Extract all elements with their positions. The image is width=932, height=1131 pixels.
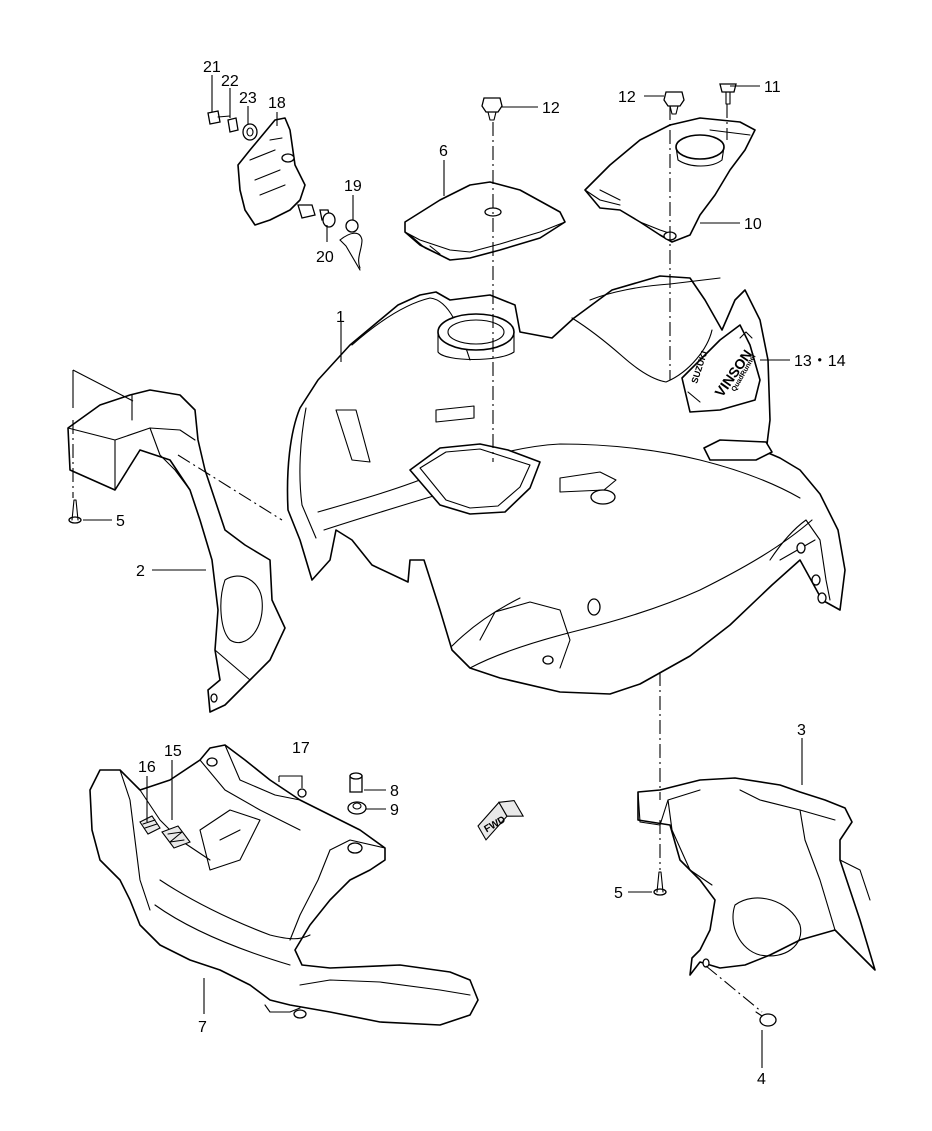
callout-8: 8 [390, 783, 399, 800]
callout-1: 1 [336, 309, 345, 326]
callout-22: 22 [221, 73, 239, 90]
callout-10: 10 [744, 216, 762, 233]
left-duct-part-2 [67, 369, 286, 713]
right-duct-part-3 [637, 777, 876, 976]
callout-16: 16 [138, 759, 156, 776]
callout-20: 20 [316, 249, 334, 266]
callout-18: 18 [268, 95, 286, 112]
callout-3: 3 [797, 722, 806, 739]
callout-6: 6 [439, 143, 448, 160]
callout-4: 4 [757, 1071, 766, 1088]
callout-12-center: 12 [542, 100, 560, 117]
callout-2: 2 [136, 563, 145, 580]
callout-19: 19 [344, 178, 362, 195]
leader-lines [83, 75, 803, 1068]
fwd-direction-badge: FWD [477, 799, 525, 841]
callout-23: 23 [239, 90, 257, 107]
callout-21: 21 [203, 59, 221, 76]
callout-5-right: 5 [614, 885, 623, 902]
callout-9: 9 [390, 802, 399, 819]
callout-7: 7 [198, 1019, 207, 1036]
callout-12-right: 12 [618, 89, 636, 106]
callout-5-left: 5 [116, 513, 125, 530]
hardware [68, 83, 777, 1027]
callout-11: 11 [764, 79, 781, 96]
callout-17: 17 [292, 740, 310, 757]
bumper-cover-part-7 [89, 744, 479, 1026]
alignment-lines [72, 104, 763, 1013]
callout-15: 15 [164, 743, 182, 760]
cover-part-6 [404, 181, 566, 261]
callout-13-14: 13・14 [794, 353, 846, 370]
callout-labels: 1 2 3 4 5 5 6 7 8 9 10 11 12 12 13・14 15… [116, 59, 846, 1088]
front-fender-part-1: SUZUKI VINSON QuadRunner [286, 275, 846, 695]
